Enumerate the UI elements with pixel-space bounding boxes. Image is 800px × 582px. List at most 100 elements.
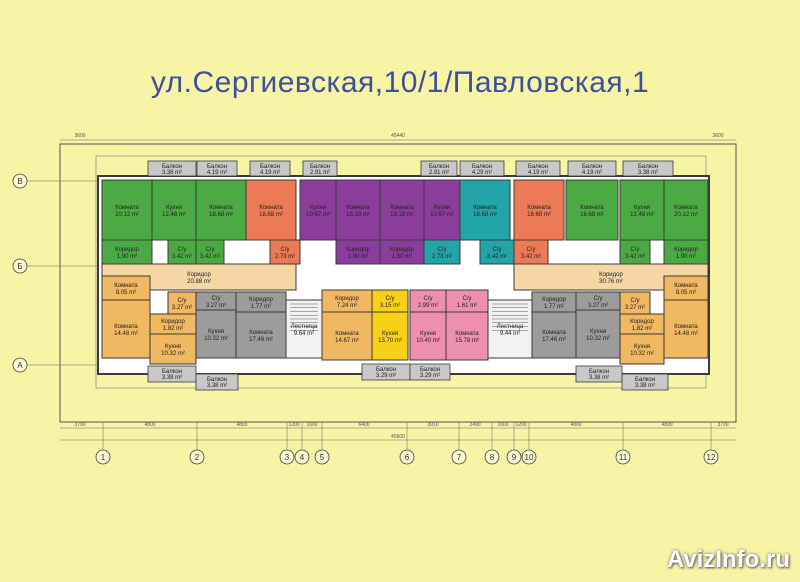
bottom-balcony-1: [195, 373, 239, 391]
upper-corridor-7-area: 3.42 m²: [487, 254, 507, 260]
upper-room-6-label: Комната: [390, 205, 414, 211]
lower-room-17: [445, 311, 489, 361]
upper-room-4-label: Кухня: [310, 205, 326, 211]
axis-bubble-9: [506, 449, 522, 465]
upper-room-0-area: 20.12 m²: [115, 212, 139, 218]
lower-room-16-area: 10.40 m²: [416, 338, 440, 344]
lower-room-21-area: 3.27 m²: [588, 303, 608, 309]
lower-room-13-label: Кухня: [382, 331, 398, 337]
bottom-balcony-4-label: Балкон: [589, 369, 609, 375]
lower-room-11-label: С/у: [386, 296, 395, 302]
axis-label-9: 9: [512, 453, 517, 462]
lower-room-4-label: Кухня: [165, 344, 181, 350]
axis-label-1: 1: [101, 453, 106, 462]
lower-room-1: [101, 299, 151, 359]
top-balcony-6: [515, 160, 561, 177]
lower-room-12-area: 14.67 m²: [335, 338, 359, 344]
lower-room-1-area: 14.48 m²: [114, 331, 138, 337]
lower-room-6-label: Кухня: [208, 329, 224, 335]
upper-room-1-label: Кухня: [166, 205, 182, 211]
top-balcony-2-area: 4.19 m²: [260, 170, 280, 176]
lower-room-19-area: 1.77 m²: [544, 304, 564, 310]
upper-corridor-8-label: С/у: [527, 247, 536, 253]
lower-room-0-area: 8.05 m²: [116, 290, 136, 296]
top-balcony-4: [420, 160, 458, 177]
upper-corridor-5-label: Коридор: [390, 247, 414, 253]
lower-room-22-area: 10.32 m²: [586, 336, 610, 342]
upper-room-11-area: 12.48 m²: [630, 212, 654, 218]
lower-room-17-area: 15.78 m²: [455, 338, 479, 344]
watermark: AvizInfo.ru: [666, 546, 790, 573]
upper-corridor-4-area: 1.80 m²: [348, 254, 368, 260]
dim-bottom-10: 4800: [570, 422, 581, 428]
bottom-balcony-3-label: Балкон: [420, 367, 440, 373]
upper-room-9-label: Комната: [527, 205, 551, 211]
lower-room-21-label: С/у: [594, 296, 603, 302]
upper-corridor-3-area: 2.73 m²: [275, 254, 295, 260]
upper-corridor-0-label: Коридор: [115, 247, 139, 253]
upper-corridor-7-label: С/у: [493, 247, 502, 253]
lower-room-27-area: 14.48 m²: [674, 331, 698, 337]
axis-bubble-3: [279, 449, 295, 465]
upper-corridor-6-area: 2.73 m²: [432, 254, 452, 260]
upper-room-1-area: 12.48 m²: [162, 212, 186, 218]
bottom-balcony-5: [621, 373, 669, 391]
upper-room-3-area: 18.68 m²: [259, 212, 283, 218]
upper-corridor-9-label: С/у: [631, 247, 640, 253]
lower-room-10-area: 7.24 m²: [337, 303, 357, 309]
axis-bubble-А: [12, 357, 28, 373]
axis-label-5: 5: [320, 453, 325, 462]
top-balcony-0: [147, 160, 197, 177]
upper-room-5-area: 18.18 m²: [346, 212, 370, 218]
upper-room-8-area: 18.68 m²: [473, 212, 497, 218]
dim-bottom-8: 1600: [497, 422, 508, 428]
lower-room-6-area: 10.32 m²: [204, 336, 228, 342]
lower-room-19-label: Коридор: [542, 297, 566, 303]
bottom-balcony-4-area: 3.38 m²: [589, 375, 609, 381]
hall-left-label: Коридор: [187, 272, 211, 278]
dim-top-2: 3600: [712, 133, 723, 139]
upper-corridor-0-area: 1.90 m²: [117, 254, 137, 260]
bottom-balcony-0-area: 3.38 m²: [162, 375, 182, 381]
top-balcony-0-label: Балкон: [162, 164, 182, 170]
upper-corridor-2-label: С/у: [206, 247, 215, 253]
top-balcony-1-area: 4.19 m²: [207, 170, 227, 176]
upper-room-2-label: Комната: [209, 205, 233, 211]
top-balcony-8-label: Балкон: [638, 164, 658, 170]
hall-right-label: Коридор: [599, 272, 623, 278]
lower-room-26-label: Комната: [674, 283, 698, 289]
lower-room-20: [531, 311, 577, 359]
top-balcony-5: [459, 160, 505, 177]
upper-room-10-area: 18.68 m²: [580, 212, 604, 218]
dim-bottom-7: 2490: [469, 422, 480, 428]
lower-room-20-area: 17.46 m²: [542, 337, 566, 343]
upper-room-8: [459, 179, 511, 241]
dim-total: 45600: [391, 434, 405, 440]
upper-corridor-6-label: С/у: [438, 247, 447, 253]
upper-corridor-10-label: Коридор: [674, 247, 698, 253]
upper-room-4-area: 10.67 m²: [306, 212, 330, 218]
axis-label-11: 11: [619, 453, 628, 462]
dim-bottom-0: 3790: [74, 422, 85, 428]
axis-label-Б: Б: [17, 262, 22, 271]
top-balcony-1-label: Балкон: [207, 164, 227, 170]
hall-left-area: 20.88 m²: [187, 279, 211, 285]
lower-room-16-label: Кухня: [420, 331, 436, 337]
upper-corridor-4-label: Коридор: [346, 247, 370, 253]
axis-bubble-10: [521, 449, 537, 465]
lower-room-15-label: С/у: [463, 296, 472, 302]
upper-corridor-9-area: 3.42 m²: [625, 254, 645, 260]
upper-corridor-3: [269, 239, 301, 265]
lower-room-18: [487, 299, 533, 359]
top-balcony-5-area: 4.29 m²: [472, 170, 492, 176]
axis-bubble-4: [294, 449, 310, 465]
lower-room-0-label: Комната: [114, 283, 138, 289]
top-balcony-8: [622, 160, 674, 177]
top-balcony-2: [249, 160, 291, 177]
lower-room-20-label: Комната: [542, 330, 566, 336]
axis-bubble-7: [451, 449, 467, 465]
upper-room-3: [245, 179, 297, 241]
bottom-balcony-0-label: Балкон: [162, 369, 182, 375]
page-title: ул.Сергиевская,10/1/Павловская,1: [150, 66, 650, 99]
